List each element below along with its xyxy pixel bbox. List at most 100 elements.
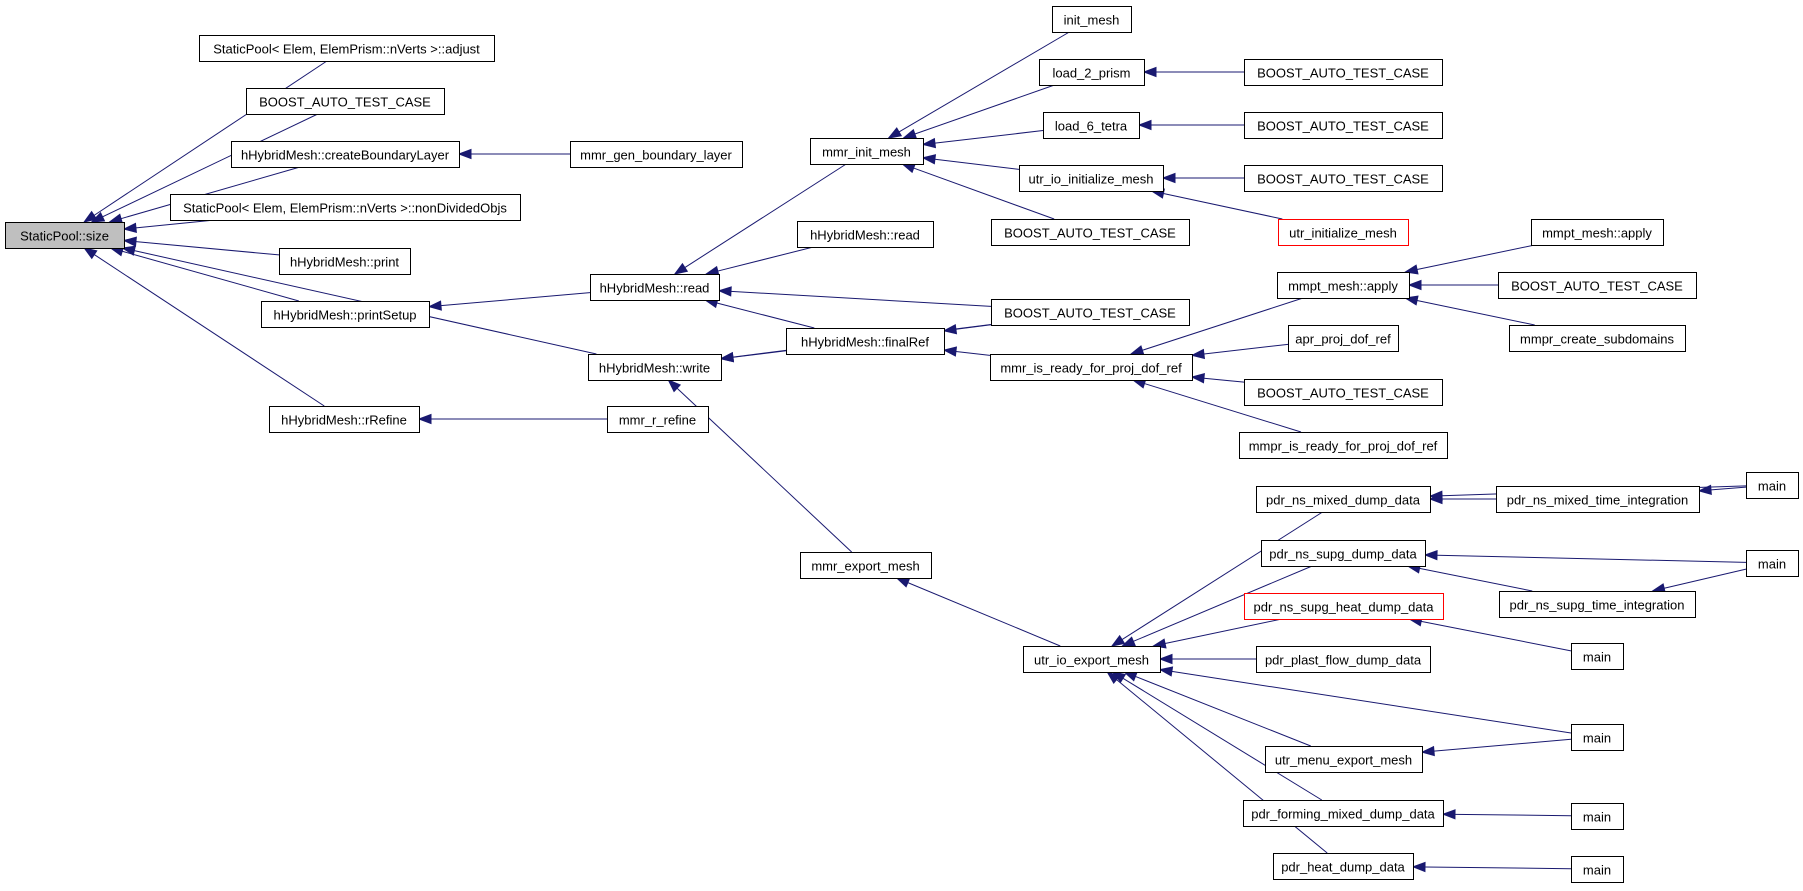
arrowhead (921, 137, 937, 149)
node-main2[interactable]: main (1746, 550, 1799, 577)
node-root[interactable]: StaticPool::size (5, 222, 125, 249)
node-write[interactable]: hHybridMesh::write (588, 354, 722, 381)
edge-line (1122, 677, 1323, 801)
node-rref[interactable]: hHybridMesh::rRefine (269, 406, 420, 433)
node-pheat[interactable]: pdr_heat_dump_data (1273, 853, 1414, 880)
arrowhead (121, 245, 136, 256)
node-mrr[interactable]: mmr_r_refine (607, 406, 709, 433)
node-load2[interactable]: load_2_prism (1039, 59, 1145, 86)
node-box (1256, 646, 1431, 673)
edge-line (1203, 343, 1289, 355)
node-read[interactable]: hHybridMesh::read (590, 274, 720, 301)
arrowhead (1129, 345, 1145, 356)
node-box (1244, 593, 1444, 620)
edge-line (102, 113, 319, 218)
node-box (810, 138, 924, 165)
arrowhead (122, 236, 137, 247)
edge-line (1416, 299, 1535, 326)
node-psupgheat[interactable]: pdr_ns_supg_heat_dump_data (1244, 593, 1444, 620)
node-bat1[interactable]: BOOST_AUTO_TEST_CASE (246, 88, 445, 115)
node-main3[interactable]: main (1571, 643, 1624, 670)
call-edge (82, 60, 328, 223)
call-edge (1411, 861, 1572, 873)
node-print[interactable]: hHybridMesh::print (279, 248, 411, 275)
node-bat_ma[interactable]: BOOST_AUTO_TEST_CASE (1498, 272, 1697, 299)
node-box (1256, 486, 1431, 513)
call-edge (1110, 511, 1323, 647)
node-load6[interactable]: load_6_tetra (1043, 112, 1140, 139)
node-main4[interactable]: main (1571, 724, 1624, 751)
node-label: pdr_heat_dump_data (1281, 860, 1405, 875)
node-box (1571, 724, 1624, 751)
arrowhead (1411, 861, 1426, 873)
call-edge (122, 236, 280, 256)
node-label: utr_io_initialize_mesh (1028, 172, 1153, 187)
call-edge (1403, 244, 1535, 275)
node-bat_ui[interactable]: BOOST_AUTO_TEST_CASE (1244, 165, 1443, 192)
node-umenu[interactable]: utr_menu_export_mesh (1265, 746, 1423, 773)
node-pmixed[interactable]: pdr_ns_mixed_dump_data (1256, 486, 1431, 513)
arrowhead (1158, 653, 1173, 665)
node-uioexp[interactable]: utr_io_export_mesh (1023, 646, 1161, 673)
arrowhead (427, 300, 442, 311)
node-mgbl[interactable]: mmr_gen_boundary_layer (570, 141, 743, 168)
node-box (1509, 325, 1686, 352)
node-uioinit[interactable]: utr_io_initialize_mesh (1019, 165, 1164, 192)
node-box (991, 219, 1190, 246)
edge-line (135, 241, 280, 256)
arrowhead (895, 577, 911, 588)
edge-line (1121, 511, 1323, 640)
node-label: pdr_plast_flow_dump_data (1265, 653, 1422, 668)
node-box (1571, 856, 1624, 883)
arrowhead (719, 351, 735, 363)
node-box (1571, 803, 1624, 830)
node-mmptapply[interactable]: mmpt_mesh::apply (1277, 272, 1410, 299)
node-main5[interactable]: main (1571, 803, 1624, 830)
edge-line (1424, 866, 1572, 870)
node-label: utr_io_export_mesh (1034, 653, 1149, 668)
node-psupg[interactable]: pdr_ns_supg_dump_data (1261, 540, 1426, 567)
node-bat_l2[interactable]: BOOST_AUTO_TEST_CASE (1244, 59, 1443, 86)
node-mrpdr[interactable]: mmr_is_ready_for_proj_dof_ref (990, 354, 1193, 381)
node-finalref[interactable]: hHybridMesh::finalRef (786, 328, 945, 355)
node-read2[interactable]: hHybridMesh::read (797, 221, 934, 248)
node-label: StaticPool::size (20, 229, 109, 244)
node-uinit[interactable]: utr_initialize_mesh (1278, 219, 1409, 246)
node-box (1746, 472, 1799, 499)
node-bat_l6[interactable]: BOOST_AUTO_TEST_CASE (1244, 112, 1443, 139)
node-pforming[interactable]: pdr_forming_mixed_dump_data (1243, 800, 1444, 827)
call-edge (1121, 565, 1313, 647)
arrowhead (902, 128, 918, 139)
node-mmptapply2[interactable]: mmpt_mesh::apply (1531, 219, 1664, 246)
node-psupgti[interactable]: pdr_ns_supg_time_integration (1499, 591, 1696, 618)
arrowhead (901, 163, 916, 174)
edge-line (955, 350, 991, 356)
call-edge (1161, 172, 1244, 184)
node-pplast[interactable]: pdr_plast_flow_dump_data (1256, 646, 1431, 673)
node-adjust[interactable]: StaticPool< Elem, ElemPrism::nVerts >::a… (199, 35, 495, 62)
call-edge (417, 413, 607, 425)
node-minit[interactable]: mmr_init_mesh (810, 138, 924, 165)
node-box (1273, 853, 1414, 880)
call-edge (1403, 295, 1535, 326)
node-main1[interactable]: main (1746, 472, 1799, 499)
node-label: pdr_ns_supg_time_integration (1510, 598, 1685, 613)
call-edge (1111, 671, 1323, 801)
node-ndo[interactable]: StaticPool< Elem, ElemPrism::nVerts >::n… (170, 194, 521, 221)
node-bat_mi[interactable]: BOOST_AUTO_TEST_CASE (991, 219, 1190, 246)
node-main6[interactable]: main (1571, 856, 1624, 883)
node-psetup[interactable]: hHybridMesh::printSetup (261, 301, 430, 328)
edge-line (1664, 568, 1747, 589)
node-mmprsub[interactable]: mmpr_create_subdomains (1509, 325, 1686, 352)
node-mmprready[interactable]: mmpr_is_ready_for_proj_dof_ref (1239, 432, 1448, 459)
node-initmesh[interactable]: init_mesh (1052, 6, 1132, 33)
node-aprproj[interactable]: apr_proj_dof_ref (1288, 325, 1399, 352)
node-cbl[interactable]: hHybridMesh::createBoundaryLayer (231, 141, 460, 168)
node-bat_fr[interactable]: BOOST_AUTO_TEST_CASE (991, 299, 1190, 326)
node-bat_mr[interactable]: BOOST_AUTO_TEST_CASE (1244, 379, 1443, 406)
node-mexport[interactable]: mmr_export_mesh (800, 552, 932, 579)
call-edge (667, 379, 852, 553)
node-box (786, 328, 945, 355)
node-pmixedti[interactable]: pdr_ns_mixed_time_integration (1496, 486, 1700, 513)
edge-line (1419, 567, 1533, 592)
